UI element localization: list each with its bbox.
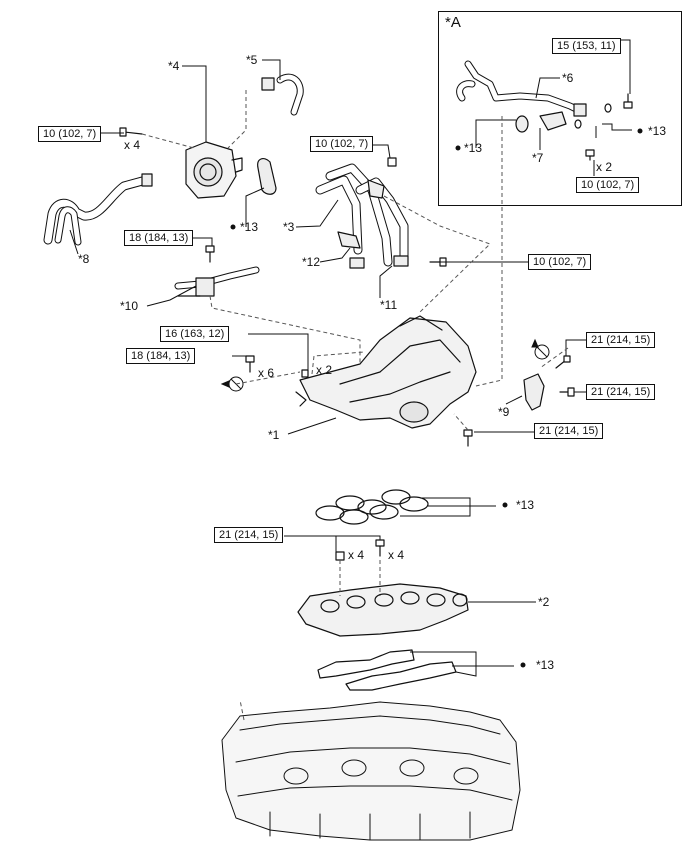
apply-sealant-icon xyxy=(220,376,244,392)
part-label: *13 xyxy=(536,658,555,672)
part-label: *6 xyxy=(562,71,574,85)
part-label: *13 xyxy=(516,498,535,512)
intake-manifold xyxy=(295,315,477,429)
part-label: *8 xyxy=(78,252,90,266)
inset-valve-7 xyxy=(515,103,612,133)
qty-label: x 4 xyxy=(348,548,365,562)
non-reusable-part-dot xyxy=(230,128,643,668)
part-label: *13 xyxy=(240,220,259,234)
part-label: *11 xyxy=(380,298,398,312)
torque-spec-t6: 18 (184, 13) xyxy=(126,348,196,364)
qty-label: x 2 xyxy=(596,160,613,174)
inset-title: *A xyxy=(445,14,461,31)
torque-spec-t2: 10 (102, 7) xyxy=(310,136,374,152)
part-label: *5 xyxy=(246,53,258,67)
torque-spec-t12: 10 (102, 7) xyxy=(576,177,640,193)
torque-spec-t3: 18 (184, 13) xyxy=(124,230,194,246)
apply-sealant-icon xyxy=(531,338,550,360)
part-label: *13 xyxy=(648,124,667,138)
torque-spec-t7: 21 (214, 15) xyxy=(586,332,656,348)
part-label: *12 xyxy=(302,255,321,269)
part-label: *13 xyxy=(464,141,483,155)
torque-spec-t1: 10 (102, 7) xyxy=(38,126,102,142)
qty-label: x 4 xyxy=(124,138,141,152)
part-label: *1 xyxy=(268,428,280,442)
throttle-body xyxy=(185,141,243,199)
lower-intake-manifold xyxy=(297,583,469,637)
torque-spec-t9: 21 (214, 15) xyxy=(534,423,604,439)
qty-label: x 2 xyxy=(316,363,333,377)
inset-pipe-6 xyxy=(456,60,587,117)
leader-lines xyxy=(69,39,632,677)
alignment-lines xyxy=(141,90,569,721)
part-label: *9 xyxy=(498,405,510,419)
torque-spec-t10: 21 (214, 15) xyxy=(214,527,284,543)
hose-8 xyxy=(43,173,153,246)
qty-label: x 4 xyxy=(388,548,405,562)
gasket-set-upper xyxy=(315,489,429,525)
torque-spec-t5: 16 (163, 12) xyxy=(160,326,230,342)
part-label: *10 xyxy=(120,299,139,313)
pipe-10 xyxy=(174,266,260,297)
inset-detail-a: *A xyxy=(438,11,682,206)
qty-label: x 6 xyxy=(258,366,275,380)
part-label: *4 xyxy=(168,59,180,73)
part-label: *7 xyxy=(532,151,544,165)
engine-block xyxy=(221,701,521,841)
gasket-set-lower xyxy=(317,649,457,691)
part-label: *2 xyxy=(538,595,550,609)
part-label: *3 xyxy=(283,220,295,234)
water-pipes xyxy=(315,163,409,269)
hose-5 xyxy=(261,73,304,116)
bracket-9 xyxy=(523,373,545,411)
torque-spec-t8: 21 (214, 15) xyxy=(586,384,656,400)
torque-spec-t4: 10 (102, 7) xyxy=(528,254,592,270)
torque-spec-t11: 15 (153, 11) xyxy=(552,38,621,54)
gasket-13-throttle xyxy=(257,158,277,195)
